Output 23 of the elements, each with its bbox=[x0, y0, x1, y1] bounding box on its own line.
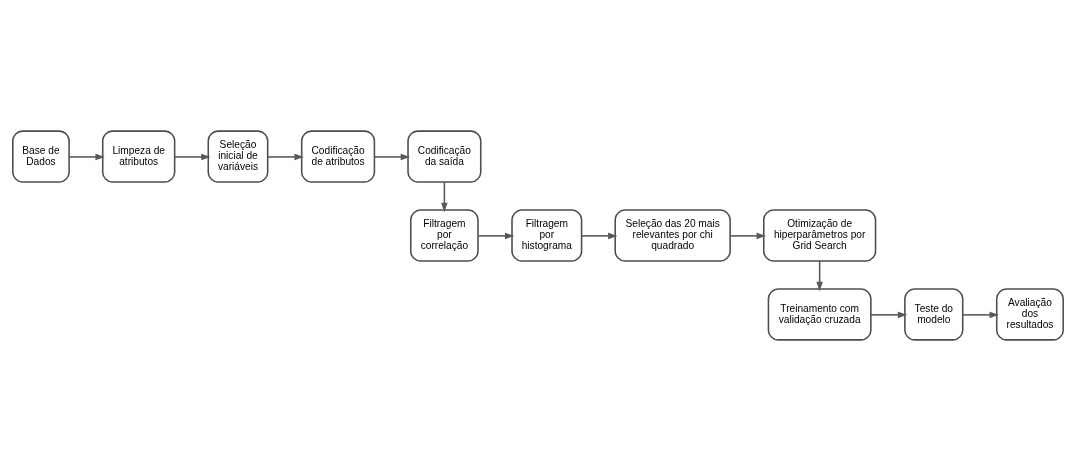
node-box: Base de Dados bbox=[12, 129, 70, 183]
arrow bbox=[962, 311, 999, 318]
arrow bbox=[729, 232, 766, 239]
node-box: Limpeza de atributos bbox=[101, 129, 176, 183]
node-box: Treinamento com validação cruzada bbox=[767, 287, 872, 341]
arrow bbox=[373, 153, 411, 160]
arrow bbox=[581, 232, 618, 239]
node-box: Avaliação dos resultados bbox=[995, 287, 1064, 341]
node-box: Seleção das 20 mais relevantes por chi quadrado bbox=[614, 208, 731, 262]
node-box: Codificação da saída bbox=[407, 129, 482, 183]
arrow bbox=[477, 232, 515, 239]
node-box: Filtragem por histograma bbox=[511, 208, 583, 262]
node-box: Otimização de hiperparâmetros por Grid Search bbox=[762, 208, 877, 262]
arrow bbox=[266, 153, 304, 160]
node-box: Seleção inicial de variáveis bbox=[207, 129, 269, 183]
node-box: Codificação de atributos bbox=[300, 129, 376, 183]
arrow bbox=[68, 153, 105, 160]
node-box: Filtragem por correlação bbox=[410, 208, 479, 262]
node-box: Teste do modelo bbox=[904, 287, 964, 341]
arrow bbox=[816, 259, 823, 291]
arrow bbox=[870, 311, 908, 318]
arrow bbox=[174, 153, 211, 160]
arrow bbox=[441, 180, 448, 212]
